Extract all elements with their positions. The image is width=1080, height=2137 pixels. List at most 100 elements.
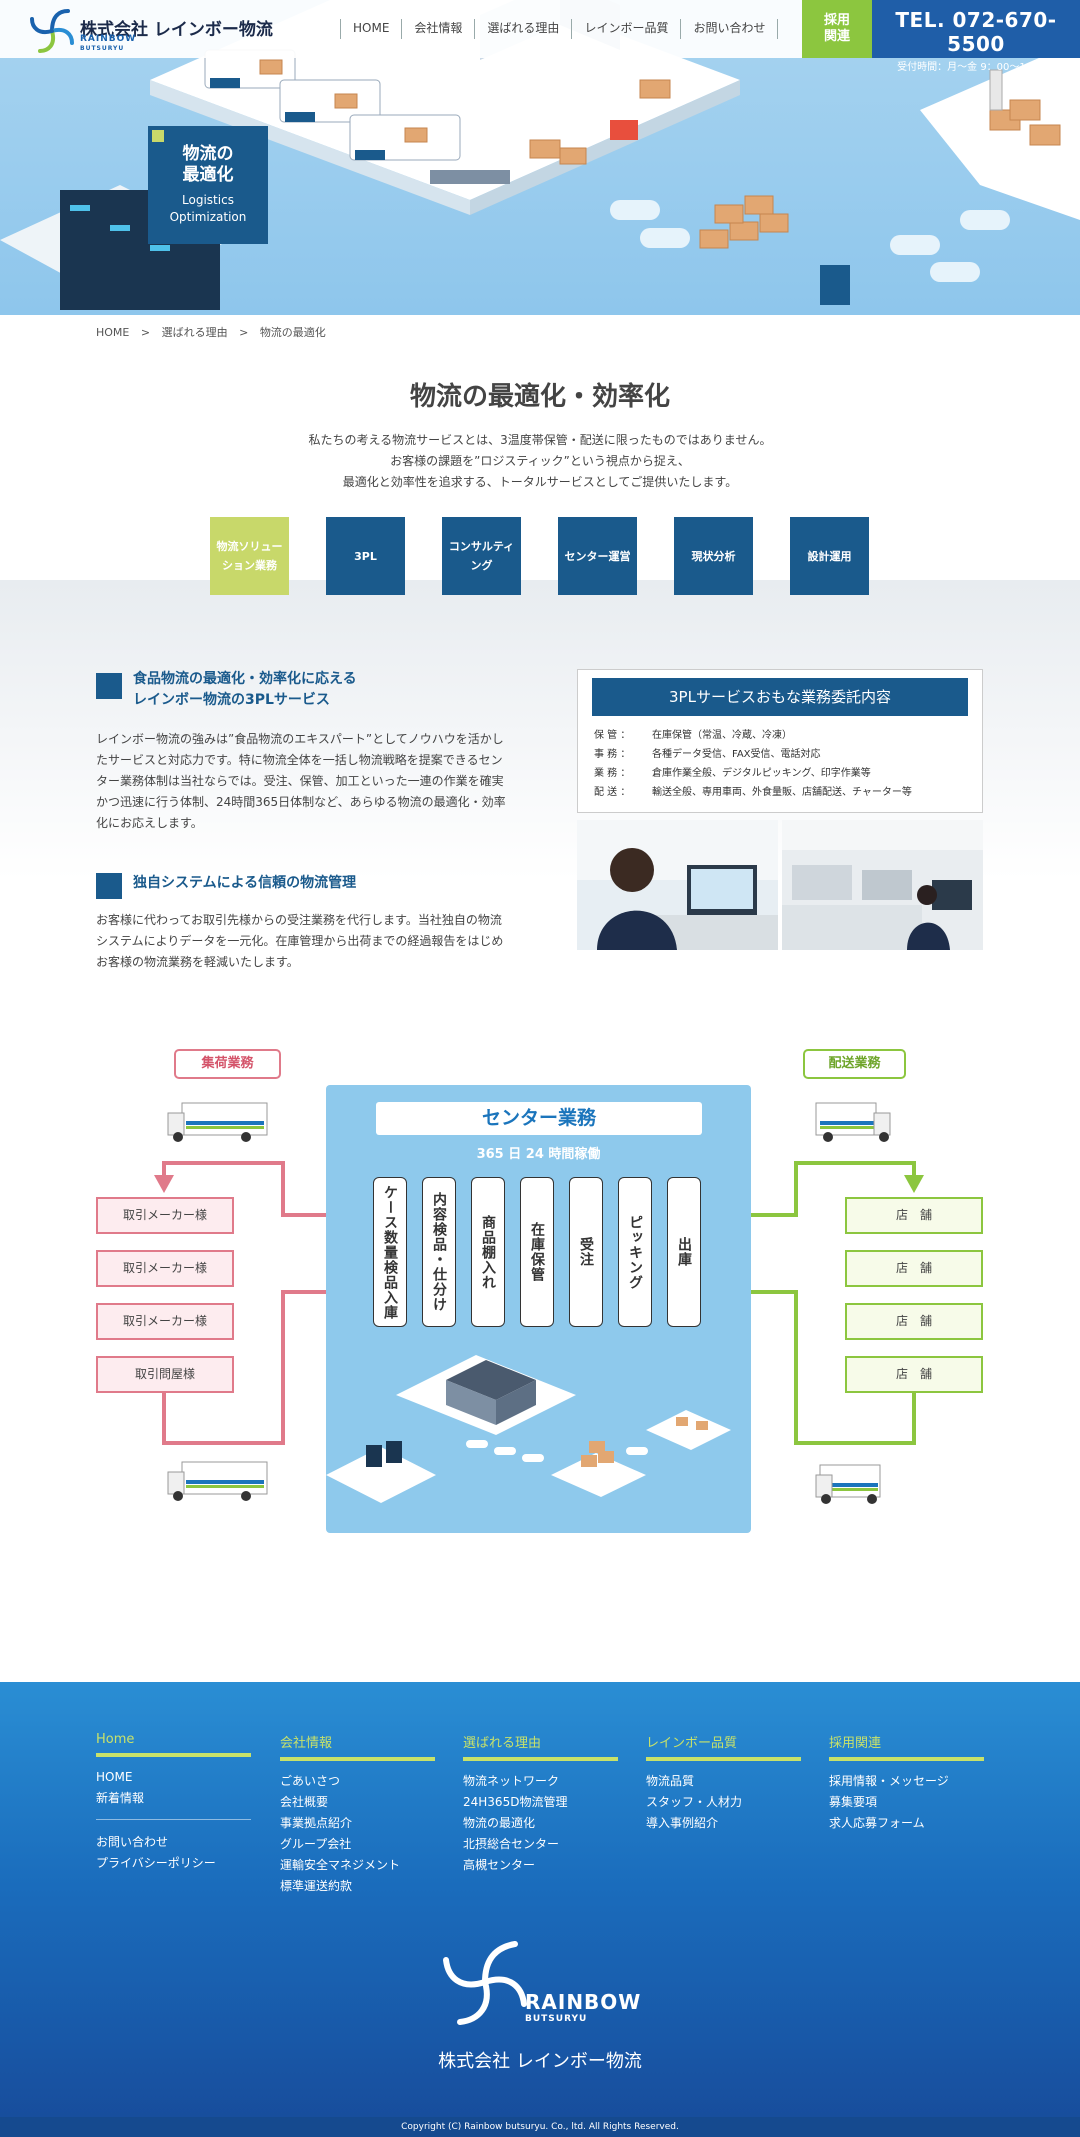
tab-3pl[interactable]: 3PL: [326, 517, 405, 595]
heading-marker: [96, 873, 122, 899]
office-photo-2: [782, 820, 983, 950]
service-key: 保 管 ：: [594, 730, 631, 741]
nav-home[interactable]: HOME: [340, 19, 401, 39]
service-value: 在庫保管（常温、冷蔵、冷凍）: [652, 730, 792, 741]
heading-marker: [96, 673, 122, 699]
logo-sub-text-2: BUTSURYU: [80, 45, 125, 52]
pickup-label: 集荷業務: [174, 1049, 281, 1079]
footer-link[interactable]: 求人応募フォーム: [829, 1816, 925, 1830]
text-line: 化にお応えします。: [96, 816, 203, 830]
recruit-button[interactable]: 採用 関連: [802, 0, 872, 58]
maker-box: 取引メーカー様: [96, 1197, 234, 1234]
footer-link[interactable]: 新着情報: [96, 1791, 145, 1805]
heading-line: レインボー物流の3PLサービス: [133, 692, 330, 708]
footer-link[interactable]: 事業拠点紹介: [280, 1816, 353, 1830]
breadcrumb-home[interactable]: HOME: [96, 326, 130, 339]
service-value: 各種データ受信、FAX受信、電話対応: [652, 749, 821, 760]
tab-consulting[interactable]: コンサルティング: [442, 517, 521, 595]
heading-line: 独自システムによる信頼の物流管理: [133, 875, 357, 891]
footer-link[interactable]: 標準運送約款: [280, 1879, 353, 1893]
copyright: Copyright (C) Rainbow butsuryu. Co., ltd…: [0, 2117, 1080, 2137]
section-text-3pl: レインボー物流の強みは”食品物流のエキスパート”としてノウハウを活かし たサービ…: [96, 729, 506, 834]
global-nav: HOME 会社情報 選ばれる理由 レインボー品質 お問い合わせ: [340, 19, 779, 39]
footer-col-heading: 選ばれる理由: [463, 1732, 618, 1761]
maker-box: 取引メーカー様: [96, 1250, 234, 1287]
breadcrumb-reasons[interactable]: 選ばれる理由: [161, 326, 228, 339]
footer-link[interactable]: 募集要項: [829, 1795, 878, 1809]
site-logo[interactable]: 株式会社 レインボー物流 RAINBOW BUTSURYU: [26, 5, 273, 57]
footer-link[interactable]: 物流品質: [646, 1774, 695, 1788]
footer-link[interactable]: プライバシーポリシー: [96, 1856, 216, 1870]
hero-title-jp-2: 最適化: [182, 165, 234, 185]
rainbow-logo-icon: [443, 1941, 527, 2025]
service-row: 業 務 ：倉庫作業全般、デジタルピッキング、印字作業等: [594, 764, 912, 783]
section-text-system: お客様に代わってお取引先様からの受注業務を代行します。当社独自の物流 システムに…: [96, 910, 506, 973]
operation-step: ケース数量検品入庫: [373, 1177, 407, 1327]
wholesaler-box: 取引問屋様: [96, 1356, 234, 1393]
text-line: システムによりデータを一元化。在庫管理から出荷までの経過報告をはじめ: [96, 934, 504, 948]
store-box: 店 舗: [845, 1197, 983, 1234]
service-row: 配 送 ：輸送全般、専用車両、外食量販、店舗配送、チャーター等: [594, 783, 912, 802]
text-line: お客様の物流業務を軽減いたします。: [96, 955, 299, 969]
recruit-label-2: 関連: [823, 29, 850, 44]
intro-text: 私たちの考える物流サービスとは、3温度帯保管・配送に限ったものではありません。 …: [0, 430, 1080, 493]
service-list: 保 管 ：在庫保管（常温、冷蔵、冷凍） 事 務 ：各種データ受信、FAX受信、電…: [594, 726, 912, 802]
nav-reasons[interactable]: 選ばれる理由: [474, 19, 571, 39]
operation-step: ピッキング: [618, 1177, 652, 1327]
footer-col-heading: レインボー品質: [646, 1732, 801, 1761]
breadcrumb-current: 物流の最適化: [259, 326, 326, 339]
maker-box: 取引メーカー様: [96, 1303, 234, 1340]
footer-link[interactable]: 24H365D物流管理: [463, 1795, 568, 1809]
breadcrumb-separator: >: [140, 326, 151, 339]
truck-icon: [167, 1102, 268, 1142]
footer-link[interactable]: 高槻センター: [463, 1858, 536, 1872]
footer-col-home: Home HOME 新着情報 お問い合わせ プライバシーポリシー: [96, 1732, 251, 1874]
footer-link[interactable]: スタッフ・人材力: [646, 1795, 743, 1809]
footer-link[interactable]: 物流ネットワーク: [463, 1774, 560, 1788]
nav-company[interactable]: 会社情報: [401, 19, 474, 39]
office-photo-1: [577, 820, 778, 950]
footer-col-recruit: 採用関連 採用情報・メッセージ 募集要項 求人応募フォーム: [829, 1732, 984, 1834]
footer-divider: [96, 1819, 251, 1820]
rainbow-logo-icon: [30, 9, 74, 53]
footer-link[interactable]: ごあいさつ: [280, 1774, 341, 1788]
store-box: 店 舗: [845, 1356, 983, 1393]
tab-solution[interactable]: 物流ソリューション業務: [210, 517, 289, 595]
warehouse-illustration: [326, 1355, 731, 1503]
footer-link[interactable]: 物流の最適化: [463, 1816, 536, 1830]
footer-link[interactable]: お問い合わせ: [96, 1835, 169, 1849]
center-subtitle: 365 日 24 時間稼働: [476, 1147, 601, 1162]
center-title: センター業務: [376, 1102, 702, 1135]
footer-col-quality: レインボー品質 物流品質 スタッフ・人材力 導入事例紹介: [646, 1732, 801, 1834]
center-operations-panel: センター業務 365 日 24 時間稼働 ケース数量検品入庫 内容検品・仕分け …: [326, 1085, 751, 1533]
site-footer: Home HOME 新着情報 お問い合わせ プライバシーポリシー 会社情報 ごあ…: [0, 1682, 1080, 2137]
logistics-flow-diagram: 集荷業務 配送業務 センター業務 365 日 24 時間稼働 ケース数量検品入庫…: [96, 1045, 984, 1535]
footer-col-heading: 採用関連: [829, 1732, 984, 1761]
footer-col-heading: 会社情報: [280, 1732, 435, 1761]
footer-logo[interactable]: RAINBOW BUTSURYU: [430, 1932, 650, 2032]
tab-analysis[interactable]: 現状分析: [674, 517, 753, 595]
tel-box[interactable]: TEL. 072-670-5500 受付時間：月〜金 9：00〜18：00: [872, 0, 1080, 73]
footer-link[interactable]: 会社概要: [280, 1795, 329, 1809]
tab-center-operation[interactable]: センター運営: [558, 517, 637, 595]
footer-col-reasons: 選ばれる理由 物流ネットワーク 24H365D物流管理 物流の最適化 北摂総合セ…: [463, 1732, 618, 1876]
logo-company-name: 株式会社 レインボー物流: [80, 20, 273, 40]
footer-link[interactable]: HOME: [96, 1770, 133, 1784]
nav-quality[interactable]: レインボー品質: [571, 19, 680, 39]
footer-link[interactable]: 採用情報・メッセージ: [829, 1774, 949, 1788]
nav-contact[interactable]: お問い合わせ: [680, 19, 779, 39]
delivery-label: 配送業務: [803, 1049, 906, 1079]
footer-company-name: 株式会社 レインボー物流: [438, 2051, 642, 2072]
logo-sub-text: RAINBOW: [80, 34, 137, 44]
footer-link[interactable]: 北摂総合センター: [463, 1837, 560, 1851]
intro-line: 最適化と効率性を追求する、トータルサービスとしてご提供いたします。: [342, 475, 738, 489]
text-line: レインボー物流の強みは”食品物流のエキスパート”としてノウハウを活かし: [96, 732, 504, 746]
section-heading-3pl: 食品物流の最適化・効率化に応える レインボー物流の3PLサービス: [96, 669, 357, 711]
operation-step: 出庫: [667, 1177, 701, 1327]
tab-design[interactable]: 設計運用: [790, 517, 869, 595]
footer-link[interactable]: 運輸安全マネジメント: [280, 1858, 401, 1872]
footer-link[interactable]: グループ会社: [280, 1837, 352, 1851]
service-value: 倉庫作業全般、デジタルピッキング、印字作業等: [652, 768, 871, 779]
footer-link[interactable]: 導入事例紹介: [646, 1816, 719, 1830]
footer-logo-word-2: BUTSURYU: [525, 2014, 588, 2024]
